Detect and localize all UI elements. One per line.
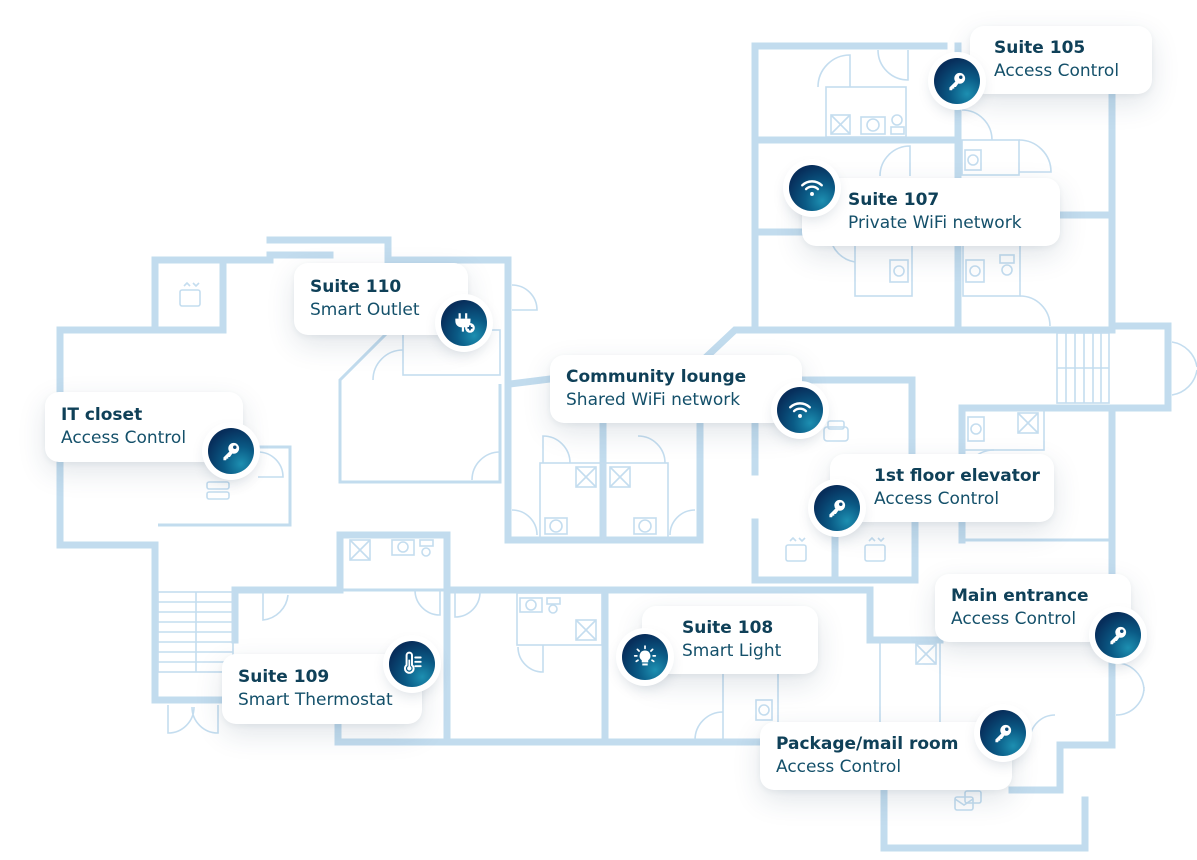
wall-left-wing <box>56 236 538 704</box>
bath-fixtures-middle-right <box>963 409 1045 481</box>
callout-subtitle: Smart Light <box>682 641 782 661</box>
callout-subtitle: Access Control <box>776 757 902 777</box>
callout-subtitle: Access Control <box>61 428 187 448</box>
callout-subtitle: Smart Outlet <box>310 300 420 320</box>
callout-title: Suite 108 <box>682 618 774 638</box>
key-icon[interactable] <box>980 710 1026 756</box>
mail-icon <box>954 790 982 811</box>
wifi-icon[interactable] <box>777 387 823 433</box>
callout-community-lounge[interactable]: Community lounge Shared WiFi network <box>550 355 802 423</box>
stairs-left <box>157 591 234 734</box>
callout-subtitle: Access Control <box>874 489 1000 509</box>
server-rack-icon <box>206 481 230 500</box>
key-icon[interactable] <box>934 58 980 104</box>
callout-subtitle: Private WiFi network <box>848 213 1022 233</box>
wall-middle-right <box>751 376 1116 584</box>
callout-first-floor-elevator[interactable]: 1st floor elevator Access Control <box>830 454 1054 522</box>
key-icon[interactable] <box>1095 612 1141 658</box>
callout-subtitle: Smart Thermostat <box>238 690 393 710</box>
callout-title: Suite 109 <box>238 667 330 687</box>
callout-title: Main entrance <box>951 586 1089 606</box>
callout-title: Community lounge <box>566 367 747 387</box>
callout-suite-107[interactable]: Suite 107 Private WiFi network <box>802 178 1060 246</box>
callout-title: Suite 105 <box>994 38 1086 58</box>
callout-subtitle: Shared WiFi network <box>566 390 741 410</box>
smart-plug-icon[interactable] <box>441 300 487 346</box>
callout-title: Suite 107 <box>848 190 940 210</box>
callout-suite-109[interactable]: Suite 109 Smart Thermostat <box>222 654 422 724</box>
callout-title: Suite 110 <box>310 277 402 297</box>
bath-fixtures-bottom <box>262 539 941 741</box>
callout-subtitle: Access Control <box>994 61 1120 81</box>
elevator-icon <box>864 536 886 562</box>
callout-package-mail-room[interactable]: Package/mail room Access Control <box>760 722 1012 790</box>
callout-title: Package/mail room <box>776 734 959 754</box>
callout-suite-108[interactable]: Suite 108 Smart Light <box>642 606 818 674</box>
thermostat-icon[interactable] <box>389 641 435 687</box>
lightbulb-icon[interactable] <box>622 634 668 680</box>
elevator-icon <box>179 281 201 307</box>
callout-suite-110[interactable]: Suite 110 Smart Outlet <box>294 263 468 335</box>
wifi-icon[interactable] <box>789 165 835 211</box>
bath-fixtures-right-tower <box>817 49 1052 327</box>
key-icon[interactable] <box>814 485 860 531</box>
elevator-icon <box>785 536 807 562</box>
sofa-icon <box>823 420 849 442</box>
callout-title: 1st floor elevator <box>874 466 1040 486</box>
key-icon[interactable] <box>208 428 254 474</box>
callout-suite-105[interactable]: Suite 105 Access Control <box>970 26 1152 94</box>
callout-title: IT closet <box>61 405 143 425</box>
wall-central-restrooms <box>504 380 704 544</box>
elevator-icons <box>179 281 886 562</box>
callout-subtitle: Access Control <box>951 609 1077 629</box>
